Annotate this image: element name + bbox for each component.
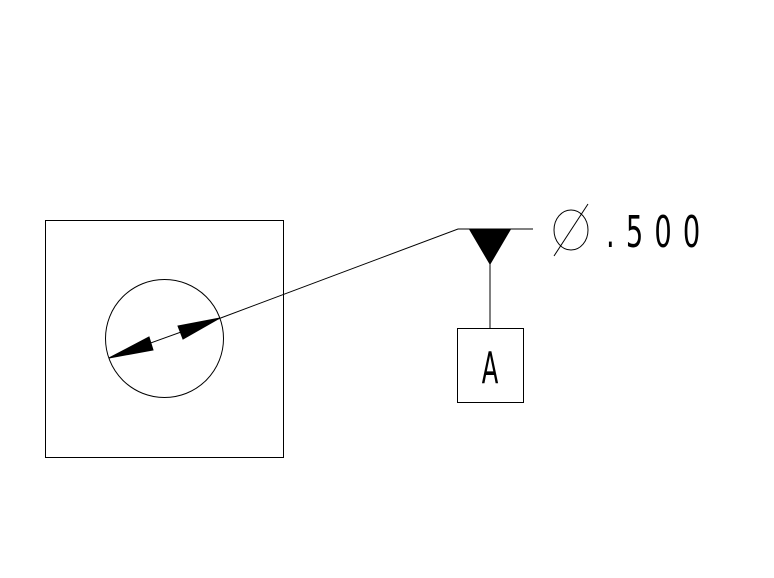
diameter-symbol-icon bbox=[553, 203, 589, 257]
hole-circle bbox=[105, 279, 224, 398]
leader-line bbox=[217, 228, 533, 320]
datum-label: A bbox=[482, 343, 499, 394]
datum-frame bbox=[457, 328, 524, 403]
datum-triangle bbox=[469, 229, 511, 265]
dimension-arrowhead-lower-left bbox=[108, 336, 154, 359]
dimension-value: .500 bbox=[606, 206, 711, 258]
dimension-arrowhead-upper-right bbox=[177, 317, 221, 340]
part-outline-square bbox=[45, 220, 284, 458]
